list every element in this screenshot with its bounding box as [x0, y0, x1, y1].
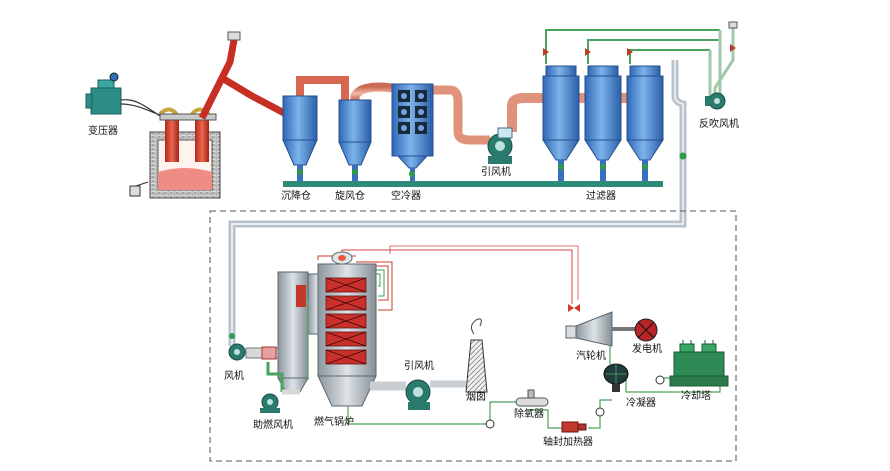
filter-unit-2 [584, 65, 622, 181]
power-plant-boundary [209, 210, 737, 462]
id-fan-bottom [405, 379, 431, 410]
deaerator [515, 389, 549, 407]
label-condenser: 冷凝器 [626, 398, 656, 409]
label-air-cooler: 空冷器 [391, 191, 421, 202]
id-fan-top [487, 127, 513, 164]
label-boiler: 燃气锅炉 [314, 417, 354, 428]
settling-chamber [282, 95, 318, 181]
label-seal-heater: 轴封加热器 [543, 437, 593, 448]
label-deaerator: 除氧器 [514, 409, 544, 420]
label-reverse-blow-fan: 反吹风机 [699, 119, 739, 130]
air-cooler [391, 83, 434, 181]
condenser [603, 363, 629, 392]
steam-turbine [565, 304, 636, 347]
chimney [465, 318, 488, 393]
generator [634, 318, 658, 342]
label-transformer: 变压器 [88, 126, 118, 137]
electric-furnace [129, 107, 221, 199]
shaft-seal-heater [561, 421, 587, 433]
label-filter: 过滤器 [586, 191, 616, 202]
filter-unit-3 [626, 65, 664, 181]
label-chimney: 烟囱 [466, 392, 486, 403]
cooling-tower [669, 340, 729, 387]
label-fan: 风机 [224, 371, 244, 382]
main-fan [228, 343, 246, 361]
label-cooling-tower: 冷却塔 [681, 391, 711, 402]
label-settling-chamber: 沉降仓 [281, 191, 311, 202]
label-id-fan-top: 引风机 [481, 167, 511, 178]
filter-unit-1 [542, 65, 580, 181]
assist-combustion-fan [260, 362, 300, 413]
gas-boiler [277, 251, 377, 407]
label-cyclone: 旋风仓 [335, 191, 365, 202]
cyclone [338, 99, 372, 181]
label-turbine: 汽轮机 [576, 351, 606, 362]
label-id-fan-bottom: 引风机 [404, 361, 434, 372]
label-generator: 发电机 [632, 344, 662, 355]
transformer [85, 72, 169, 119]
label-assist-fan: 助燃风机 [253, 420, 293, 431]
reverse-blow-fan [705, 92, 726, 110]
